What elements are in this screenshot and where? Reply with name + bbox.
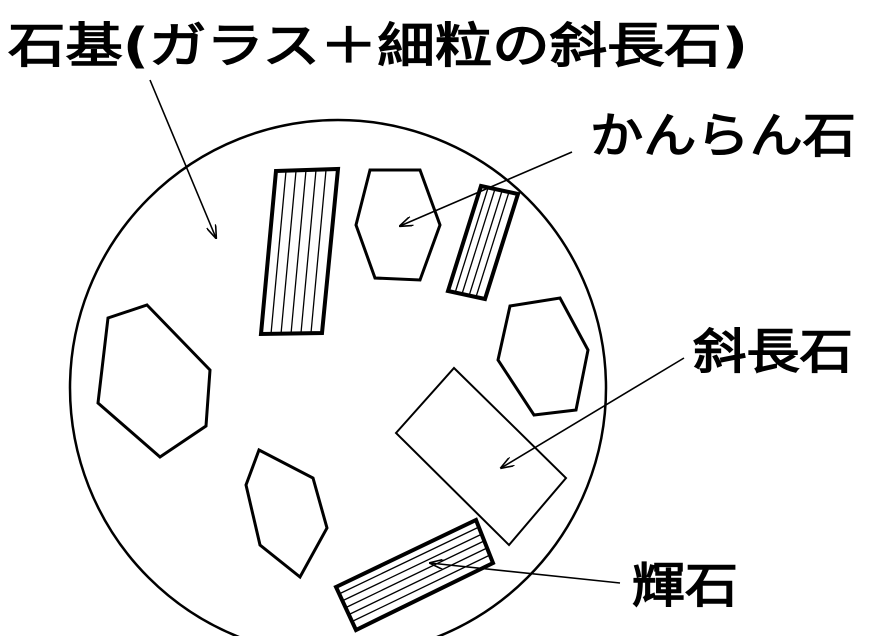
pyroxene-crystal-small xyxy=(445,183,521,302)
olivine-crystal-left xyxy=(96,303,212,459)
pyroxene-crystal-bottom xyxy=(333,517,496,633)
olivine-crystal-center xyxy=(354,168,442,282)
pyroxene-crystal-tall xyxy=(258,166,341,337)
plagioclase-label: 斜長石 xyxy=(693,324,853,380)
groundmass-label: 石基(ガラス＋細粒の斜長石) xyxy=(8,18,748,74)
plagioclase-arrow xyxy=(501,357,685,468)
olivine-crystal-bottom-left xyxy=(244,447,329,580)
field-of-view-circle xyxy=(68,118,608,636)
olivine-arrow xyxy=(400,151,573,226)
olivine-crystal-right xyxy=(496,296,590,417)
olivine-label: かんらん石 xyxy=(590,108,856,164)
groundmass-arrow xyxy=(149,79,216,238)
pyroxene-label: 輝石 xyxy=(632,558,738,614)
pyroxene-arrow xyxy=(430,563,621,584)
plagioclase-crystal xyxy=(394,366,568,547)
